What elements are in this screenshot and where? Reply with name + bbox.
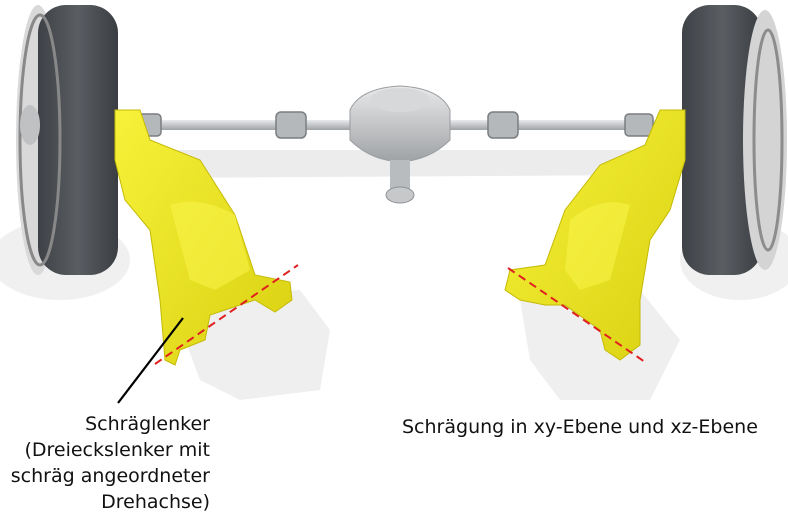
left-label-leader-line [117,317,184,404]
trailing-arm-label-line-1: Schräglenker [85,413,210,435]
trailing-arm-label-line-4: Drehachse) [101,491,210,513]
right-pivot-axis-line [507,267,646,363]
left-wheel-icon [16,5,118,275]
trailing-arm-label-line-3: schräg angeordneter [10,465,210,487]
trailing-arm-label-line-2: (Dreieckslenker mit [24,439,210,461]
right-wheel-icon [682,5,787,275]
right-trailing-arm-icon [504,109,686,361]
inclination-label: Schrägung in xy-Ebene und xz-Ebene [402,416,758,438]
trailing-arm-label: Schräglenker (Dreieckslenker mit schräg … [0,411,210,515]
left-trailing-arm-icon [114,109,293,366]
differential-icon [349,85,451,204]
left-pivot-axis-line [154,264,299,365]
